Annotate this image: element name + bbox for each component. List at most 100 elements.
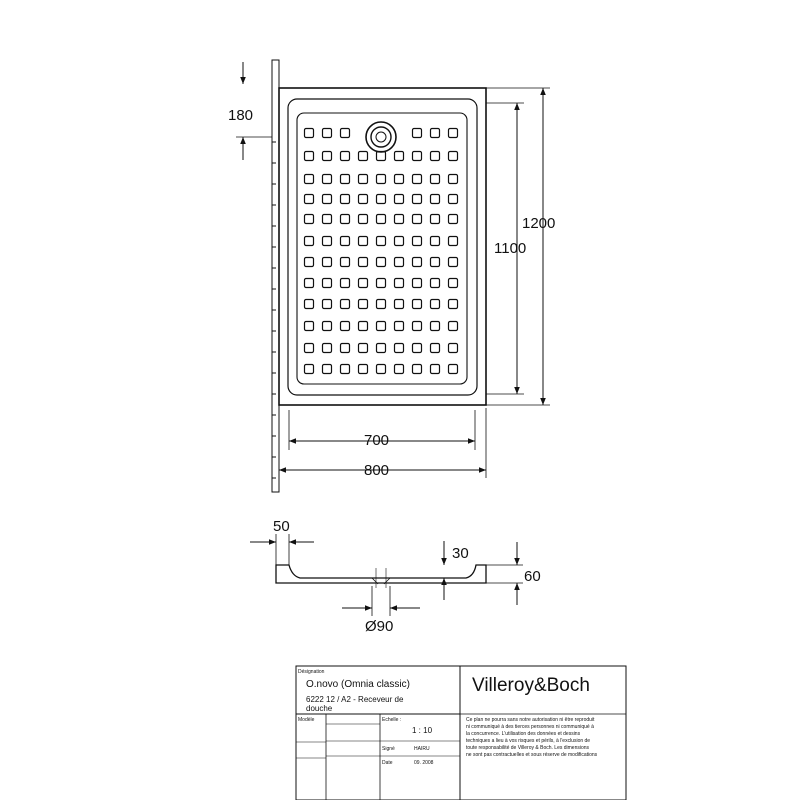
slip-square: [321, 342, 333, 354]
slip-square: [447, 213, 459, 225]
dim-overall-length: 1200: [486, 87, 555, 406]
slip-square: [339, 256, 351, 268]
top-view: 180 1100 1200 700 800: [228, 59, 555, 493]
slip-square: [429, 235, 441, 247]
slip-square: [357, 342, 369, 354]
slip-square: [447, 342, 459, 354]
slip-square: [339, 150, 351, 162]
slip-square: [357, 256, 369, 268]
dim-drain-diameter-label: Ø90: [365, 618, 393, 635]
slip-square: [321, 127, 333, 139]
slip-square: [303, 213, 315, 225]
slip-square: [357, 363, 369, 375]
slip-square: [429, 127, 441, 139]
dim-rim: 50: [250, 518, 314, 565]
dim-inner-length: 1100: [486, 102, 526, 395]
slip-square: [339, 193, 351, 205]
slip-square: [447, 127, 459, 139]
product-code: 6222 12 / A2 - Receveur de: [306, 695, 404, 704]
slip-square: [339, 127, 351, 139]
slip-square: [393, 213, 405, 225]
product-type: douche: [306, 704, 333, 713]
dim-rim-label: 50: [273, 518, 290, 535]
slip-square: [375, 235, 387, 247]
slip-square: [411, 298, 423, 310]
slip-square: [357, 213, 369, 225]
label-scale: Echelle :: [382, 717, 401, 723]
side-view: 50 30 60 Ø90: [250, 518, 541, 635]
scale-value: 1 : 10: [412, 726, 433, 735]
slip-square: [357, 173, 369, 185]
dim-height: 60: [486, 542, 541, 605]
slip-square: [411, 235, 423, 247]
slip-square: [357, 320, 369, 332]
slip-square: [321, 235, 333, 247]
slip-square: [375, 150, 387, 162]
slip-square: [447, 150, 459, 162]
slip-square: [375, 320, 387, 332]
slip-square: [429, 320, 441, 332]
notice-line: Ce plan ne pourra sans notre autorisatio…: [466, 717, 595, 723]
date-value: 09. 2008: [414, 760, 434, 766]
anti-slip-pattern: [303, 127, 459, 375]
brand-logo: Villeroy&Boch: [472, 675, 590, 696]
slip-square: [375, 173, 387, 185]
slip-square: [303, 173, 315, 185]
dim-top-offset-label: 180: [228, 107, 253, 124]
slip-square: [447, 173, 459, 185]
slip-square: [447, 363, 459, 375]
slip-square: [321, 277, 333, 289]
slip-square: [339, 342, 351, 354]
slip-square: [411, 173, 423, 185]
wall-strip: [271, 59, 280, 493]
dim-overall-width-label: 800: [364, 462, 389, 479]
slip-square: [357, 150, 369, 162]
slip-square: [393, 235, 405, 247]
dim-inner-length-label: 1100: [494, 240, 526, 257]
dim-depth: 30: [441, 541, 469, 600]
slip-square: [447, 193, 459, 205]
slip-square: [393, 150, 405, 162]
slip-square: [375, 363, 387, 375]
dim-inner-width-label: 700: [364, 432, 389, 449]
slip-square: [429, 213, 441, 225]
slip-square: [411, 277, 423, 289]
slip-square: [303, 193, 315, 205]
slip-square: [411, 320, 423, 332]
dim-overall-width: 800: [279, 408, 487, 479]
legal-notice: Ce plan ne pourra sans notre autorisatio…: [466, 717, 598, 758]
drain-top: [365, 121, 397, 153]
notice-line: techniques a lieu à vos risques et péril…: [466, 738, 590, 744]
slip-square: [303, 127, 315, 139]
slip-square: [429, 256, 441, 268]
slip-square: [375, 277, 387, 289]
slip-square: [429, 363, 441, 375]
slip-square: [303, 320, 315, 332]
slip-square: [321, 320, 333, 332]
slip-square: [339, 173, 351, 185]
signed-value: HAIRU: [414, 746, 430, 752]
notice-line: ne sont pas contractuelles et sous réser…: [466, 752, 598, 758]
slip-square: [393, 298, 405, 310]
slip-square: [357, 235, 369, 247]
slip-square: [393, 256, 405, 268]
slip-square: [411, 256, 423, 268]
slip-square: [375, 298, 387, 310]
slip-square: [447, 320, 459, 332]
label-signed: Signé: [382, 746, 395, 752]
dim-inner-width: 700: [288, 410, 476, 450]
slip-square: [411, 127, 423, 139]
slip-square: [339, 277, 351, 289]
slip-square: [447, 235, 459, 247]
slip-square: [321, 256, 333, 268]
tray-floor: [296, 112, 468, 385]
slip-square: [393, 173, 405, 185]
slip-square: [429, 193, 441, 205]
product-name: O.novo (Omnia classic): [306, 679, 410, 690]
dim-height-label: 60: [524, 568, 541, 585]
slip-square: [321, 173, 333, 185]
slip-square: [321, 213, 333, 225]
slip-square: [393, 193, 405, 205]
notice-line: toute responsabilité de Villeroy & Boch.…: [466, 745, 590, 751]
slip-square: [429, 277, 441, 289]
